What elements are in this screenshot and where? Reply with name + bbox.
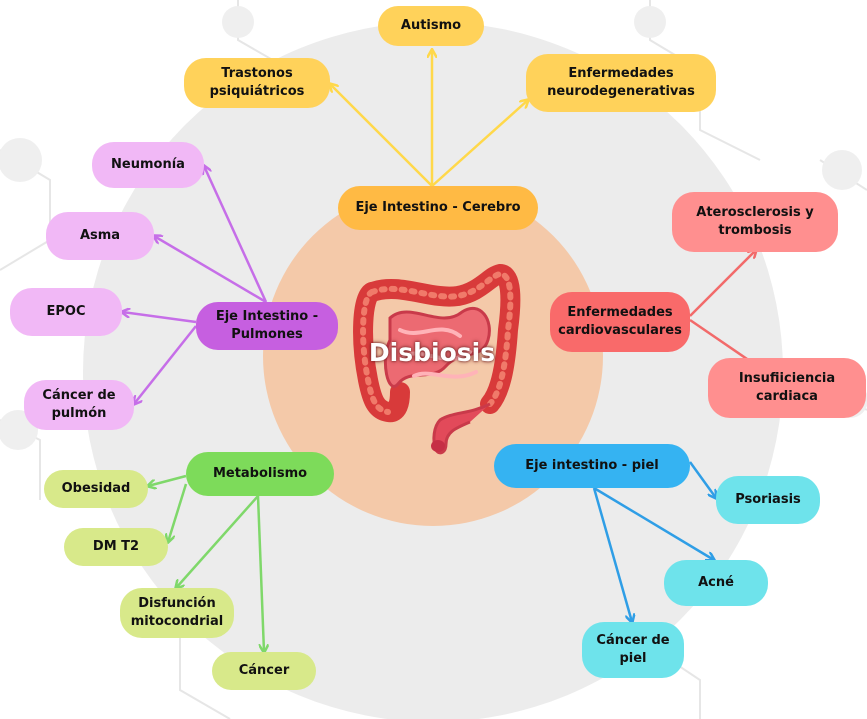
arrow-cerebro-trastornos — [330, 84, 433, 187]
node-acne: Acné — [664, 560, 768, 606]
node-neumonia: Neumonía — [92, 142, 204, 188]
arrow-pulmones-cancer — [134, 325, 197, 404]
label-cancer-piel: Cáncer de piel — [596, 633, 670, 666]
node-insuficiencia-cardiaca: Insufiiciencia cardiaca — [708, 358, 866, 418]
node-autismo: Autismo — [378, 6, 484, 46]
node-disfuncion-mitocondrial: Disfunción mitocondrial — [120, 588, 234, 638]
node-cancer-piel: Cáncer de piel — [582, 622, 684, 678]
arrow-metabolismo-cancer — [256, 495, 264, 652]
node-dm-t2: DM T2 — [64, 528, 168, 566]
label-hub-pulmones: Eje Intestino - Pulmones — [215, 309, 319, 342]
arrow-metabolismo-disfuncion — [176, 495, 259, 588]
hub-eje-piel: Eje intestino - piel — [494, 444, 690, 488]
node-psoriasis: Psoriasis — [716, 476, 820, 524]
node-asma: Asma — [46, 212, 154, 260]
arrow-pulmones-neumonia — [204, 166, 268, 303]
arrow-cardio-aterosclerosis — [689, 250, 756, 317]
arrow-metabolismo-obesidad — [148, 474, 187, 486]
node-epoc: EPOC — [10, 288, 122, 336]
arrow-cerebro-neuro — [431, 100, 528, 187]
intestine-icon — [353, 263, 521, 455]
hub-eje-cerebro: Eje Intestino - Cerebro — [338, 186, 538, 230]
label-disfuncion: Disfunción mitocondrial — [130, 596, 224, 629]
node-enfermedades-neurodegenerativas: Enfermedades neurodegenerativas — [526, 54, 716, 112]
node-trastornos-psiquiatricos: Trastonos psiquiátricos — [184, 58, 330, 108]
arrow-piel-psoriasis — [688, 461, 716, 498]
node-obesidad: Obesidad — [44, 470, 148, 508]
center-title: Disbiosis — [368, 337, 496, 367]
node-aterosclerosis: Aterosclerosis y trombosis — [672, 192, 838, 252]
node-cancer: Cáncer — [212, 652, 316, 690]
node-cancer-pulmon: Cáncer de pulmón — [24, 380, 134, 430]
arrow-pulmones-asma — [154, 236, 267, 304]
arrow-metabolismo-dmt2 — [168, 483, 188, 542]
arrow-pulmones-epoc — [122, 312, 197, 324]
label-aterosclerosis: Aterosclerosis y trombosis — [696, 205, 814, 238]
arrow-piel-acne — [593, 486, 714, 560]
hub-enfermedades-cardiovasculares: Enfermedades cardiovasculares — [550, 292, 690, 352]
hub-eje-pulmones: Eje Intestino - Pulmones — [196, 302, 338, 350]
arrow-piel-cancer — [592, 487, 632, 622]
label-neuro: Enfermedades neurodegenerativas — [547, 66, 695, 99]
label-insuficiencia: Insufiiciencia cardiaca — [738, 371, 836, 404]
label-trastornos: Trastonos psiquiátricos — [209, 66, 305, 99]
label-hub-cardio: Enfermedades cardiovasculares — [558, 305, 682, 338]
hub-metabolismo: Metabolismo — [186, 452, 334, 496]
label-cancer-pulmon: Cáncer de pulmón — [42, 388, 116, 421]
